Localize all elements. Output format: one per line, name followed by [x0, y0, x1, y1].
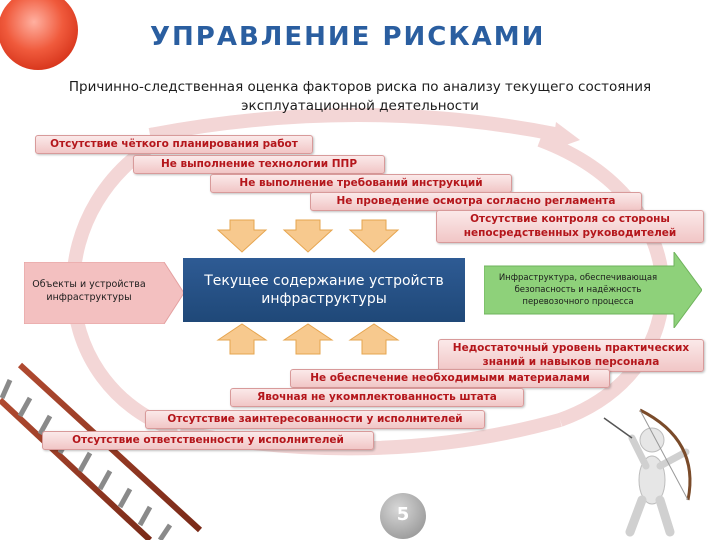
up-arrows: [216, 323, 400, 355]
archer-figure: [603, 408, 692, 537]
risk-factor-bottom-4: Отсутствие заинтересованности у исполнит…: [145, 410, 485, 429]
page-title: УПРАВЛЕНИЕ РИСКАМИ: [150, 22, 546, 52]
risk-factor-bottom-2: Не обеспечение необходимыми материалами: [290, 369, 610, 388]
page-subtitle: Причинно-следственная оценка факторов ри…: [68, 79, 652, 114]
down-arrows: [216, 219, 400, 253]
risk-factor-bottom-1: Недостаточный уровень практических знани…: [438, 339, 704, 372]
center-box: Текущее содержание устройств инфраструкт…: [183, 258, 465, 322]
risk-factor-top-3: Не выполнение требований инструкций: [210, 174, 512, 193]
risk-factor-top-4: Не проведение осмотра согласно регламент…: [310, 192, 642, 211]
right-arrow-label: Инфраструктура, обеспечивающая безопасно…: [498, 273, 658, 307]
risk-factor-bottom-3: Явочная не укомплектованность штата: [230, 388, 524, 407]
risk-factor-top-2: Не выполнение технологии ППР: [133, 155, 385, 174]
risk-factor-bottom-5: Отсутствие ответственности у исполнителе…: [42, 431, 374, 450]
risk-factor-top-1: Отсутствие чёткого планирования работ: [35, 135, 313, 154]
left-arrow-label: Объекты и устройства инфраструктуры: [32, 279, 146, 303]
right-arrow-shape: [484, 252, 702, 328]
center-box-label: Текущее содержание устройств инфраструкт…: [204, 273, 444, 307]
left-arrow-shape: [24, 262, 184, 324]
railway-decoration: [0, 362, 203, 540]
sun-decoration: [0, 0, 78, 70]
risk-factor-top-5: Отсутствие контроля со стороны непосредс…: [436, 210, 704, 243]
slide-number-badge: 5: [380, 493, 426, 539]
